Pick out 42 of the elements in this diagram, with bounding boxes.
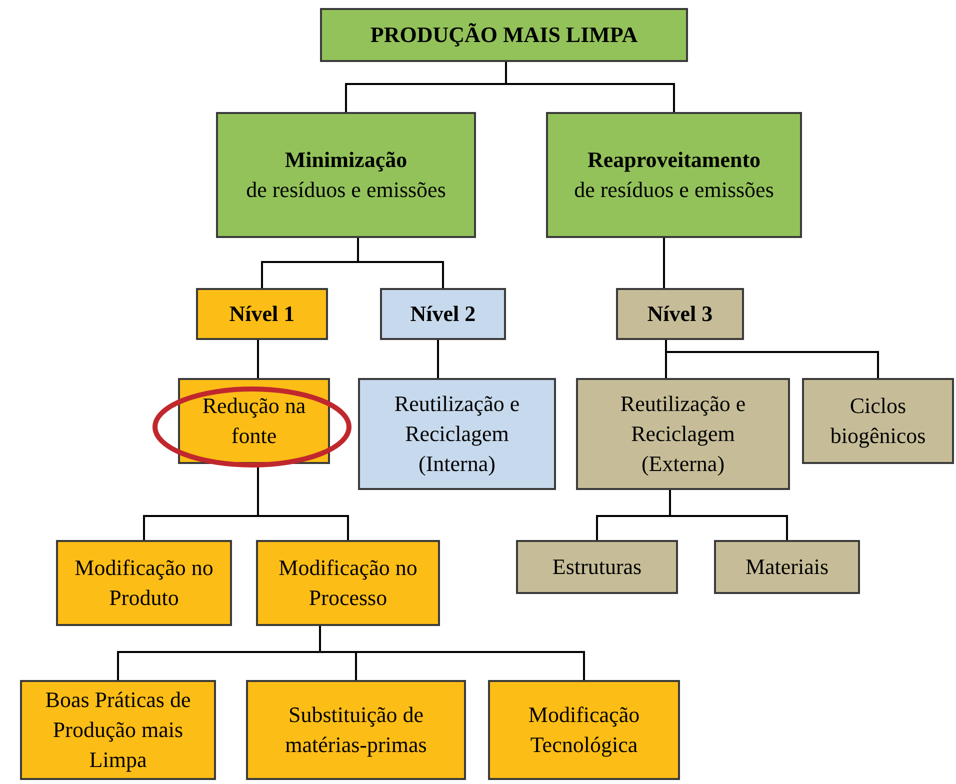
- box-text: Boas Práticas de Produção mais Limpa: [44, 686, 192, 774]
- process-box: [256, 540, 440, 626]
- connector-line: [437, 340, 439, 378]
- box-text: Estruturas: [552, 553, 642, 581]
- process-box: [20, 680, 216, 780]
- process-box: [56, 540, 232, 626]
- process-box: [216, 112, 476, 238]
- process-box: [616, 288, 744, 340]
- box-text: PRODUÇÃO MAIS LIMPA: [370, 21, 638, 49]
- process-box: [246, 680, 466, 780]
- box-text: Reutilização e Reciclagem (Externa): [619, 390, 747, 478]
- box-text: Reutilização e Reciclagem (Interna): [393, 390, 521, 478]
- box-text: Redução na fonte: [201, 392, 307, 450]
- process-box: [380, 288, 506, 340]
- box-text: Nível 1: [229, 300, 295, 328]
- process-box: [488, 680, 680, 780]
- connector-line: [319, 626, 585, 680]
- box-text: Materiais: [745, 553, 829, 581]
- process-box: [320, 8, 688, 62]
- process-box: [576, 378, 790, 490]
- box-text: Modificação no Processo: [278, 554, 418, 612]
- box-text: Modificação Tecnológica: [527, 701, 641, 759]
- box-text: de resíduos e emissões: [246, 176, 446, 204]
- process-box: [714, 540, 860, 594]
- process-box: [516, 540, 678, 594]
- box-text: de resíduos e emissões: [574, 176, 774, 204]
- box-heading: Minimização: [284, 146, 408, 174]
- process-box: [546, 112, 802, 238]
- process-box: [802, 378, 954, 464]
- box-text: Modificação no Produto: [74, 554, 214, 612]
- process-box: [178, 378, 330, 464]
- connector-line: [663, 238, 665, 288]
- process-box: [358, 378, 556, 490]
- box-text: Substituição de matérias-primas: [284, 701, 428, 759]
- connector-line: [665, 340, 879, 378]
- connector-line: [357, 238, 444, 288]
- connector-line: [257, 340, 259, 378]
- process-box: [196, 288, 328, 340]
- box-text: Nível 3: [647, 300, 713, 328]
- box-text: Ciclos biogênicos: [829, 392, 927, 450]
- box-heading: Reaproveitamento: [587, 146, 761, 174]
- box-text: Nível 2: [410, 300, 476, 328]
